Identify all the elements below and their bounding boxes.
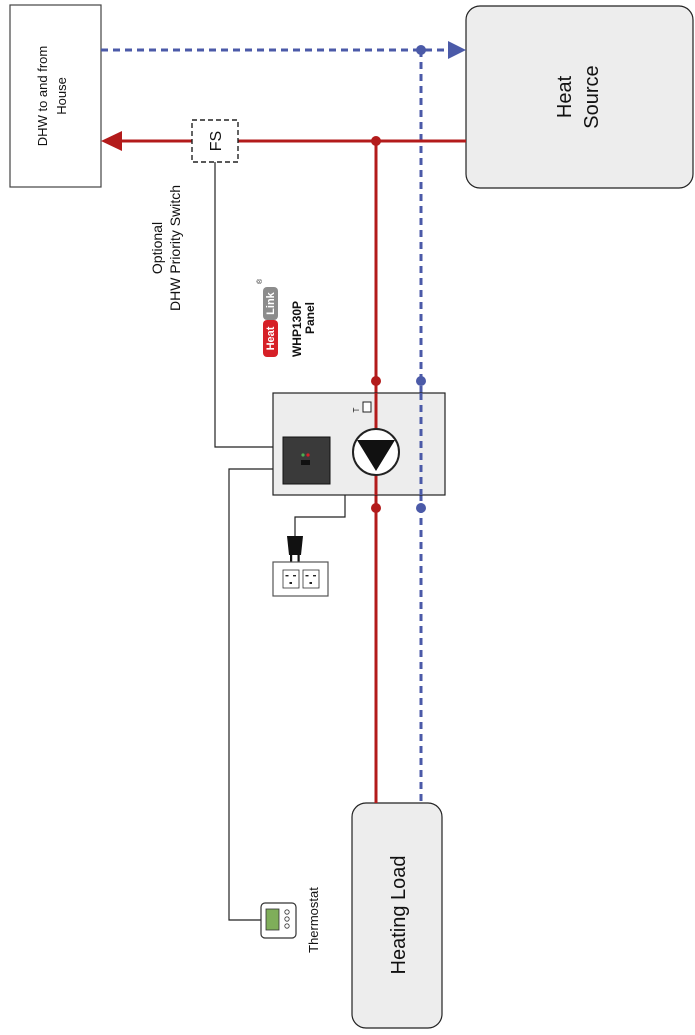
return-junction-upper <box>416 376 426 386</box>
supply-arrow-icon <box>101 131 122 151</box>
heat-source-label-line2: Source <box>581 65 603 128</box>
junction-dots <box>371 45 426 513</box>
return-arrow-icon <box>448 41 466 59</box>
panel-model-label: WHP130P Panel <box>290 301 317 357</box>
power-plug-icon <box>287 536 303 563</box>
controller-led-red <box>306 453 310 457</box>
flow-switch: FS <box>191 119 239 163</box>
heatlink-logo: Heat Link ® <box>256 278 278 357</box>
return-junction-top <box>416 45 426 55</box>
supply-junction-upper <box>371 376 381 386</box>
thermostat-label: Thermostat <box>306 887 321 953</box>
temperature-sensor: T <box>352 401 372 413</box>
supply-junction-lower <box>371 503 381 513</box>
thermostat-icon <box>260 902 297 939</box>
controller-led-green <box>301 453 305 457</box>
brand-word-link: Link <box>265 291 277 314</box>
panel-subtitle: Panel <box>303 302 317 334</box>
control-wiring <box>214 162 346 921</box>
brand-word-heat: Heat <box>265 326 277 350</box>
priority-switch-label: Optional DHW Priority Switch <box>149 185 183 311</box>
circulator-pump-icon <box>352 428 400 476</box>
heat-source-label-line1: Heat <box>554 75 576 118</box>
priority-switch-line2: DHW Priority Switch <box>167 185 183 311</box>
dhw-house-label-line1: DHW to and from <box>35 46 50 146</box>
return-junction-lower <box>416 503 426 513</box>
heat-source-box: Heat Source <box>465 5 694 189</box>
heating-load-label: Heating Load <box>388 856 410 975</box>
priority-switch-line1: Optional <box>149 222 165 274</box>
supply-junction-top <box>371 136 381 146</box>
dhw-house-box: DHW to and from House <box>9 4 102 188</box>
controller-box-icon <box>282 436 331 485</box>
electrical-outlet-icon <box>272 561 329 597</box>
panel-model: WHP130P <box>290 301 304 357</box>
flow-switch-label: FS <box>208 131 225 151</box>
dhw-house-label-line2: House <box>54 77 69 115</box>
temperature-sensor-label: T <box>352 407 361 412</box>
heating-load-box: Heating Load <box>351 802 443 1029</box>
brand-registered-mark: ® <box>256 278 264 284</box>
